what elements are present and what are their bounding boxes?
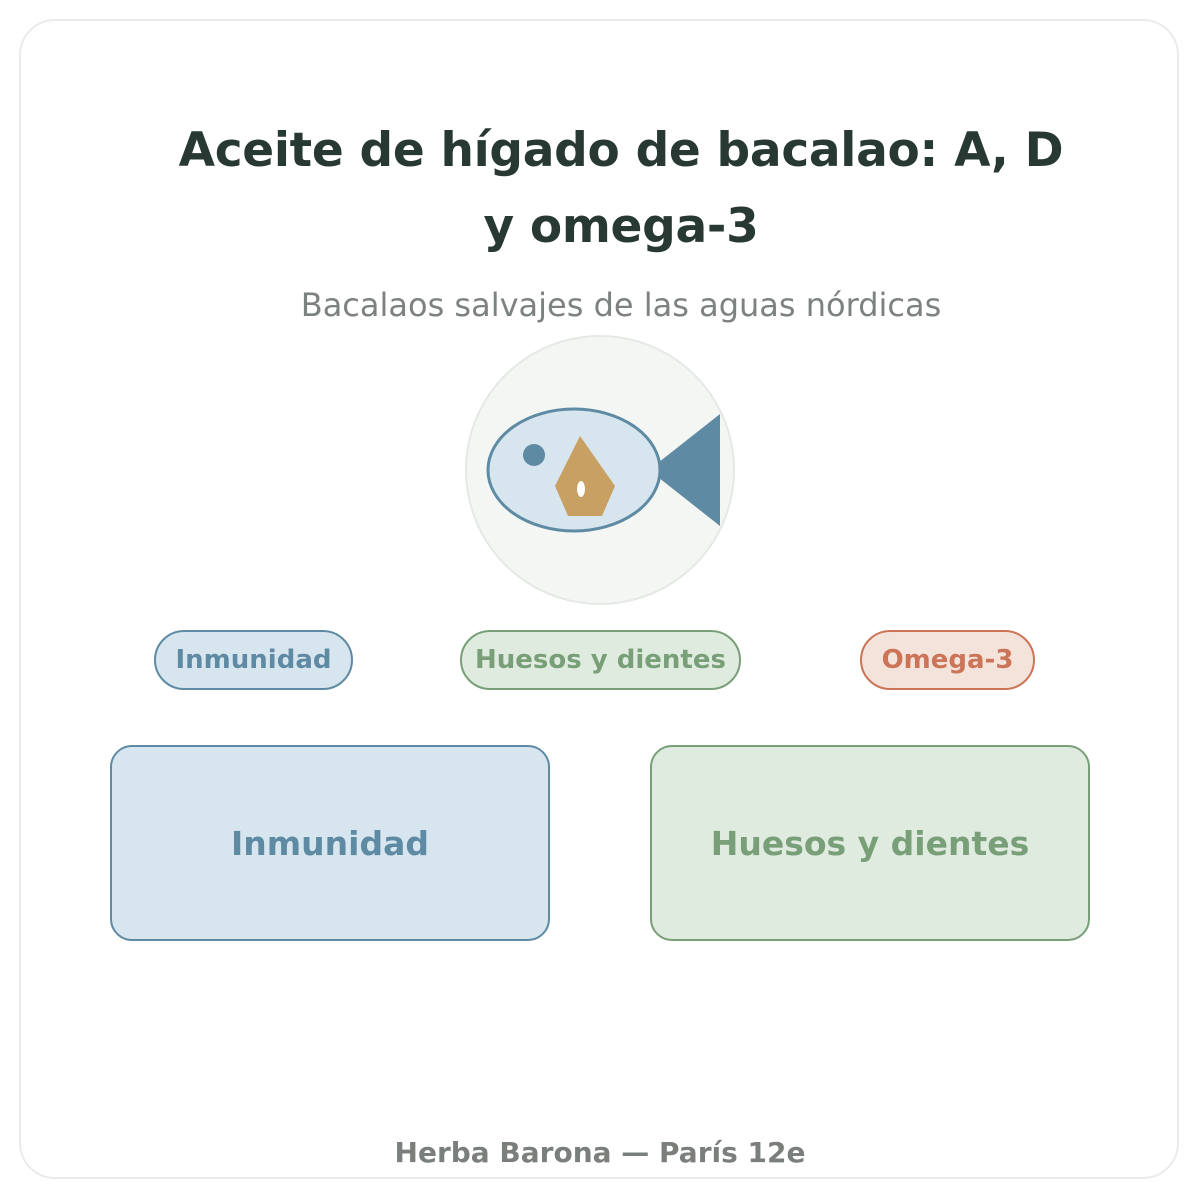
info-card: Aceite de hígado de bacalao: A, D y omeg… <box>19 19 1179 1179</box>
fish-tail <box>649 414 720 526</box>
tag-huesos-y-dientes: Huesos y dientes <box>460 630 741 690</box>
fish-illustration <box>465 335 735 605</box>
benefit-card-huesos-y-dientes: Huesos y dientes <box>650 745 1090 941</box>
oil-drop-icon <box>555 436 615 516</box>
benefit-card-inmunidad: Inmunidad <box>110 745 550 941</box>
benefit-card-label: Huesos y dientes <box>710 823 1030 863</box>
oil-drop-shape <box>555 436 615 516</box>
tag-omega-3: Omega-3 <box>860 630 1035 690</box>
benefit-card-label: Inmunidad <box>231 823 429 863</box>
page-subtitle: Bacalaos salvajes de las aguas nórdicas <box>300 286 942 324</box>
footer-brand: Herba Barona — París 12e <box>394 1136 806 1169</box>
page-title: Aceite de hígado de bacalao: A, D y omeg… <box>178 123 1064 254</box>
tag-inmunidad: Inmunidad <box>154 630 353 690</box>
fish-eye <box>523 444 545 466</box>
oil-drop-highlight <box>577 481 585 497</box>
